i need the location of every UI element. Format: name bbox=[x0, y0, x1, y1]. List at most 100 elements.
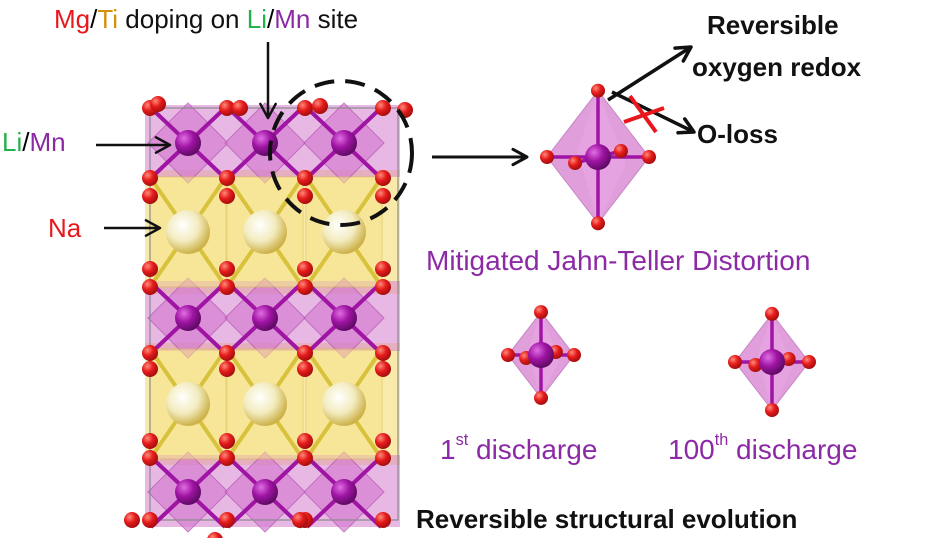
oxygen-atom bbox=[142, 279, 158, 295]
oxygen-atom bbox=[232, 100, 248, 116]
oxygen-atom bbox=[150, 96, 166, 112]
sodium-atom bbox=[166, 382, 210, 426]
redox-arrow-head bbox=[673, 45, 693, 63]
transition-metal-atom bbox=[331, 479, 357, 505]
oxygen-atom bbox=[219, 433, 235, 449]
oxygen-atom bbox=[297, 433, 313, 449]
transition-metal-atom bbox=[528, 342, 554, 368]
oxygen-atom bbox=[297, 100, 313, 116]
reversible-label: Reversible bbox=[707, 10, 839, 40]
oxygen-atom bbox=[591, 83, 605, 98]
ti-label: Ti bbox=[97, 4, 119, 34]
slash: / bbox=[266, 4, 275, 34]
oxygen-atom bbox=[567, 348, 581, 362]
oxygen-atom bbox=[765, 306, 779, 321]
slash: / bbox=[90, 4, 98, 34]
o-loss-arrow-head bbox=[676, 117, 696, 135]
li-mn-label: Li/Mn bbox=[2, 129, 66, 155]
oxygen-atom bbox=[219, 279, 235, 295]
oxygen-atom bbox=[297, 279, 313, 295]
hundredth-text: discharge bbox=[728, 434, 858, 465]
oxygen-atom bbox=[297, 261, 313, 277]
transition-metal-atom bbox=[331, 130, 357, 156]
oxygen-atom bbox=[802, 355, 816, 369]
oxygen-atom bbox=[219, 345, 235, 361]
oxygen-atom bbox=[375, 261, 391, 277]
doping-label: Mg/Ti doping on Li/Mn site bbox=[54, 6, 358, 32]
sodium-atom bbox=[243, 210, 287, 254]
li-label: Li bbox=[246, 4, 267, 34]
first-discharge-label: 1st discharge bbox=[440, 432, 598, 465]
transition-metal-atom bbox=[175, 305, 201, 331]
oxygen-atom bbox=[765, 403, 779, 418]
oxygen-atom bbox=[142, 512, 158, 528]
oxygen-atom bbox=[375, 170, 391, 186]
li-label: Li bbox=[2, 127, 23, 157]
jahn-teller-label: Mitigated Jahn-Teller Distortion bbox=[426, 245, 811, 276]
oxygen-atom bbox=[534, 390, 548, 405]
transition-metal-atom bbox=[759, 349, 785, 375]
oxygen-atom bbox=[124, 512, 140, 528]
highlight-dashed-circle bbox=[268, 79, 414, 227]
oxygen-atom bbox=[375, 512, 391, 528]
oxygen-atom bbox=[591, 216, 605, 231]
oxygen-atom bbox=[219, 450, 235, 466]
mn-label: Mn bbox=[274, 4, 311, 34]
hundredth-discharge-label: 100th discharge bbox=[668, 432, 858, 465]
transition-metal-atom bbox=[252, 130, 278, 156]
oxygen-atom bbox=[219, 361, 235, 377]
doping-text: doping on bbox=[118, 4, 247, 34]
first-text: discharge bbox=[468, 434, 598, 465]
transition-metal-atom bbox=[175, 130, 201, 156]
oxygen-atom bbox=[613, 144, 628, 158]
oxygen-atom bbox=[501, 348, 515, 362]
transition-metal-atom bbox=[175, 479, 201, 505]
oxygen-atom bbox=[375, 361, 391, 377]
transition-metal-atom bbox=[585, 144, 611, 170]
oxygen-atom bbox=[728, 355, 742, 369]
oxygen-atom bbox=[375, 100, 391, 116]
slash: / bbox=[22, 127, 30, 157]
o-loss-label: O-loss bbox=[697, 119, 778, 149]
oxygen-atom bbox=[219, 188, 235, 204]
oxygen-atom bbox=[219, 261, 235, 277]
sodium-atom bbox=[322, 382, 366, 426]
oxygen-atom bbox=[142, 345, 158, 361]
li-mn-arrow-head bbox=[154, 136, 172, 154]
oxygen-atom bbox=[219, 170, 235, 186]
oxygen-atom bbox=[142, 433, 158, 449]
transition-metal-atom bbox=[331, 305, 357, 331]
transition-metal-atom bbox=[252, 305, 278, 331]
oxygen-atom bbox=[219, 100, 235, 116]
oxygen-atom bbox=[142, 450, 158, 466]
main-arrow-head bbox=[511, 147, 529, 167]
oxygen-redox-label: oxygen redox bbox=[692, 52, 862, 82]
blocked-cross bbox=[623, 106, 665, 124]
oxygen-atom bbox=[748, 358, 763, 372]
transition-metal-atom bbox=[252, 479, 278, 505]
oxygen-atom bbox=[142, 261, 158, 277]
oxygen-atom bbox=[207, 532, 223, 543]
oxygen-atom bbox=[375, 433, 391, 449]
oxygen-atom bbox=[297, 345, 313, 361]
oxygen-atom bbox=[297, 170, 313, 186]
oxygen-atom bbox=[781, 352, 796, 366]
oxygen-atom bbox=[642, 150, 656, 164]
oxygen-atom bbox=[142, 361, 158, 377]
na-label: Na bbox=[48, 213, 82, 243]
oxygen-atom bbox=[375, 188, 391, 204]
oxygen-atom bbox=[375, 345, 391, 361]
na-arrow-head bbox=[144, 219, 162, 237]
redox-arrow-shaft bbox=[607, 45, 692, 102]
oxygen-atom bbox=[375, 279, 391, 295]
structural-evolution-label: Reversible structural evolution bbox=[416, 504, 798, 534]
oxygen-atom bbox=[292, 512, 308, 528]
oxygen-atom bbox=[219, 512, 235, 528]
oxygen-atom bbox=[375, 450, 391, 466]
mn-label: Mn bbox=[29, 127, 66, 157]
oxygen-atom bbox=[297, 450, 313, 466]
oxygen-atom bbox=[297, 361, 313, 377]
mg-label: Mg bbox=[54, 4, 91, 34]
